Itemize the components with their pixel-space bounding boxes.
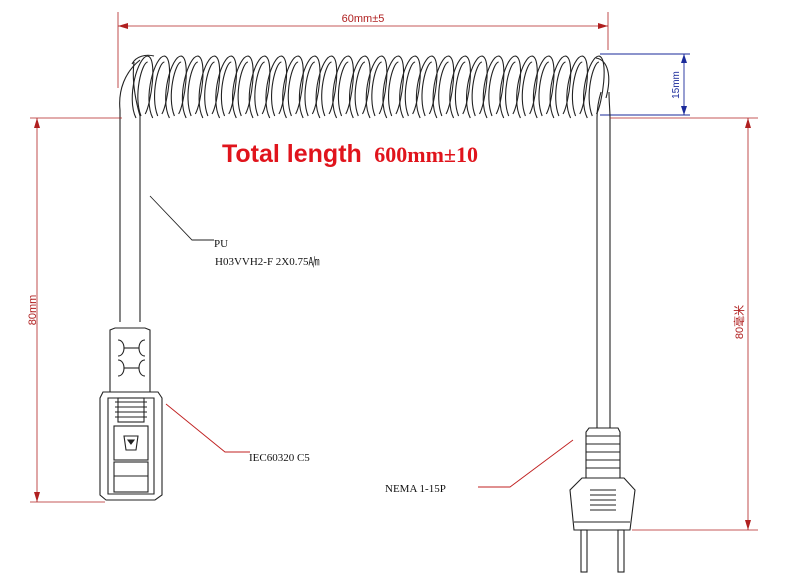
left-length-dimension: [30, 117, 122, 503]
coil-loop-inner: [404, 61, 416, 117]
coil-loop: [181, 55, 204, 119]
coil-loop: [466, 55, 488, 119]
coil-loop: [332, 55, 354, 119]
cable-material-label: PU: [214, 238, 228, 250]
right-connector-label: NEMA 1-15P: [385, 483, 446, 495]
top-width-label: 60mm±5: [342, 13, 385, 25]
coil-loop-inner: [337, 61, 349, 117]
left-cable: [119, 59, 141, 322]
coil-loop-inner: [471, 61, 483, 117]
iec-c5-connector: [99, 327, 163, 501]
coil-loop: [583, 55, 605, 119]
nema-1-15p-plug: [569, 427, 636, 573]
right-length-label: 80毫米: [732, 305, 746, 339]
coil-loop: [415, 55, 438, 119]
coil-loop-inner: [187, 61, 199, 117]
coil-loop-inner: [505, 61, 516, 117]
coil-loop: [482, 55, 505, 119]
coil-loop: [449, 55, 471, 119]
coil-loop-inner: [271, 61, 282, 117]
coil-loop: [248, 55, 271, 119]
coil-loop-inner: [254, 61, 265, 117]
coil-loop: [298, 55, 321, 119]
coil-loop-inner: [388, 61, 399, 117]
coil-end: [131, 54, 155, 65]
coil-loop-inner: [154, 61, 165, 117]
coil-loop: [499, 55, 522, 119]
coil-loop-inner: [538, 61, 550, 117]
coil-loop: [148, 55, 171, 119]
coil-loop-inner: [438, 61, 449, 117]
coil-loop: [315, 55, 338, 119]
coil-loop-inner: [521, 61, 533, 117]
coil-loop: [165, 55, 187, 119]
coil-height-label: 15mm: [671, 71, 682, 99]
coil-loop: [432, 55, 455, 119]
coil-loop: [131, 55, 154, 119]
coil-loop: [566, 55, 588, 119]
coil-loop-inner: [454, 61, 466, 117]
coil-loop-inner: [137, 61, 148, 117]
top-width-dimension: [117, 12, 609, 88]
coil-loop: [232, 55, 254, 119]
coil-loop-inner: [371, 61, 382, 117]
left-connector-label: IEC60320 C5: [249, 452, 310, 464]
left-length-label: 80mm: [27, 295, 39, 326]
coil-loop: [399, 55, 421, 119]
coil-loop-inner: [588, 61, 600, 117]
coil-loop: [516, 55, 538, 119]
coil-loop-inner: [237, 61, 249, 117]
coil-loop-inner: [354, 61, 366, 117]
coil-loop-inner: [287, 61, 299, 117]
coil-loop-inner: [204, 61, 215, 117]
coil-end-right: [595, 57, 610, 99]
coil-loop-inner: [304, 61, 316, 117]
coil-loop-inner: [321, 61, 332, 117]
title-prefix: Total length: [222, 140, 362, 168]
coil-loop: [365, 55, 388, 119]
coil-loop: [349, 55, 371, 119]
coil-loop-inner: [170, 61, 182, 117]
coil-loop-inner: [421, 61, 433, 117]
coil-loop: [282, 55, 304, 119]
coil-loop: [265, 55, 288, 119]
right-cable: [596, 91, 611, 428]
title-value: 600mm±10: [374, 142, 478, 167]
coil-loop: [215, 55, 237, 119]
coil-loop-inner: [220, 61, 232, 117]
cable-spec-label: H03VVH2-F 2X0.75㏟: [215, 255, 320, 268]
leader-lines: [149, 195, 214, 241]
coil-loop-inner: [555, 61, 566, 117]
coil-loop-inner: [571, 61, 583, 117]
coil-loop: [549, 55, 572, 119]
coil-loop-inner: [488, 61, 499, 117]
connector-leader-lines: [165, 403, 574, 488]
coil-loop: [382, 55, 405, 119]
coil-spring: [131, 54, 610, 119]
coil-loop: [532, 55, 555, 119]
coil-loop: [198, 55, 221, 119]
coil-height-dimension: [600, 53, 690, 116]
right-length-dimension: [610, 117, 758, 531]
total-length-title: Total length 600mm±10: [222, 140, 478, 168]
